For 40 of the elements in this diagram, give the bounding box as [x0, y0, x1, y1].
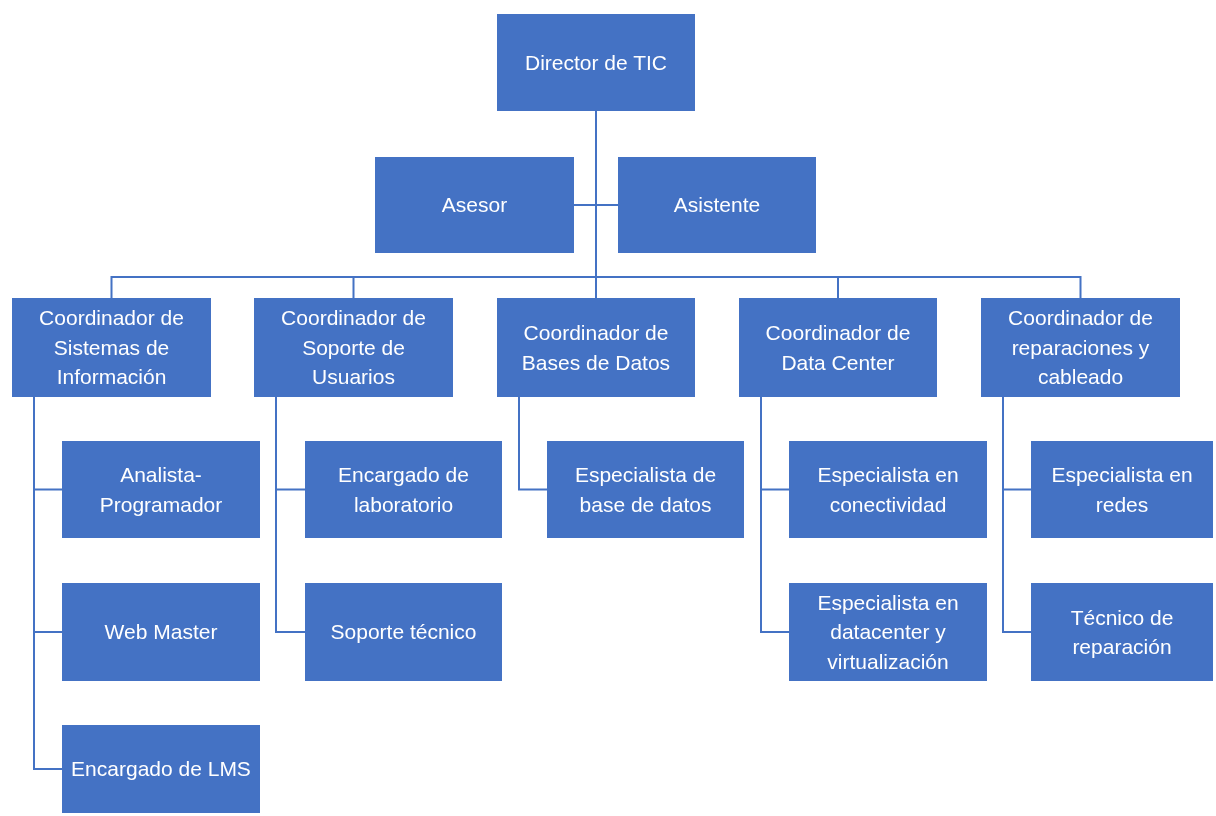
- role-label: Coordinador de Soporte de Usuarios: [280, 305, 427, 391]
- org-box: [12, 298, 211, 397]
- role-label: Asistente: [673, 192, 761, 219]
- connector-line: [275, 396, 306, 633]
- role-label: Especialista en datacenter y virtualización: [816, 589, 960, 675]
- org-box: [62, 441, 260, 538]
- org-box: [618, 157, 816, 253]
- org-box: [62, 725, 260, 813]
- connector-line: [760, 396, 790, 633]
- org-box: [375, 157, 574, 253]
- org-box: [789, 583, 987, 681]
- org-box: [497, 298, 695, 397]
- role-label: Especialista de base de datos: [573, 462, 718, 518]
- role-label: Asesor: [441, 192, 508, 219]
- org-box: [254, 298, 453, 397]
- org-box: [547, 441, 744, 538]
- role-label: Especialista en conectividad: [816, 462, 960, 518]
- org-box: [497, 14, 695, 111]
- org-box: [305, 441, 502, 538]
- role-label: Coordinador de Data Center: [764, 320, 912, 376]
- role-label: Coordinador de Sistemas de Información: [38, 305, 185, 391]
- role-label: Web Master: [104, 619, 218, 646]
- org-box: [305, 583, 502, 681]
- connector-line: [518, 396, 548, 491]
- org-box: [62, 583, 260, 681]
- role-label: Encargado de laboratorio: [337, 462, 470, 518]
- org-box: [981, 298, 1180, 397]
- org-box: [1031, 583, 1213, 681]
- org-box: [1031, 441, 1213, 538]
- role-label: Director de TIC: [525, 49, 667, 76]
- role-label: Analista-Programador: [98, 462, 224, 518]
- role-label: Coordinador de Bases de Datos: [520, 320, 672, 376]
- org-box: [739, 298, 937, 397]
- role-label: Soporte técnico: [330, 619, 477, 646]
- role-label: Técnico de reparación: [1069, 604, 1175, 660]
- role-label: Coordinador de reparaciones y cableado: [1007, 305, 1154, 391]
- connector-line: [1002, 396, 1032, 633]
- role-label: Encargado de LMS: [71, 756, 251, 783]
- role-label: Especialista en redes: [1050, 462, 1194, 518]
- org-box: [789, 441, 987, 538]
